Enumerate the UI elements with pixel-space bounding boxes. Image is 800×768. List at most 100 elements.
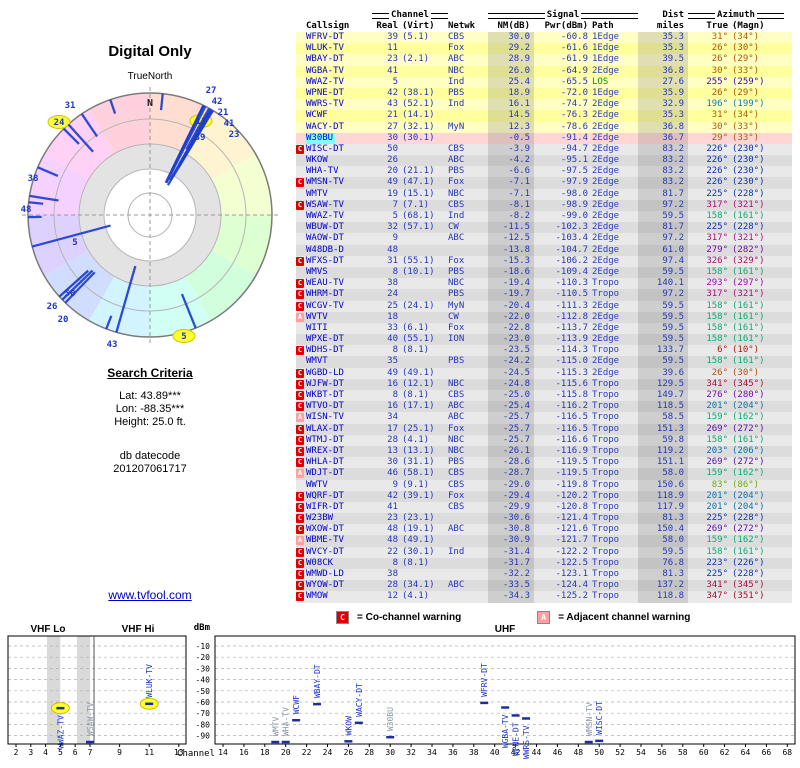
- callsign-link[interactable]: WMWD-LD: [306, 569, 344, 579]
- callsign-link[interactable]: WBAY-DT: [306, 54, 344, 65]
- callsign-link[interactable]: WWAZ-TV: [306, 211, 344, 221]
- callsign-link[interactable]: WCGV-TV: [306, 300, 344, 311]
- noise-margin: -15.3: [488, 255, 534, 267]
- callsign-link[interactable]: WHA-TV: [306, 166, 339, 177]
- callsign-link[interactable]: WXOW-DT: [306, 524, 344, 535]
- callsign-link[interactable]: WLUK-TV: [306, 43, 344, 54]
- distance: 61.0: [638, 244, 688, 256]
- callsign-link[interactable]: WWAZ-TV: [306, 76, 344, 87]
- spoke-label: 20: [58, 315, 69, 325]
- signal-spoke: [159, 93, 164, 111]
- signal-spoke: [58, 269, 89, 298]
- power: -110.3: [555, 278, 588, 289]
- path: 2Edge: [592, 356, 620, 367]
- callsign-link[interactable]: WCWF: [306, 110, 328, 121]
- callsign-link[interactable]: WIFR-DT: [306, 501, 344, 512]
- azimuth-true: 317°: [706, 199, 728, 210]
- network: Fox: [448, 322, 465, 333]
- callsign-link[interactable]: WDJT-DT: [306, 468, 344, 479]
- real-channel: 22: [387, 546, 398, 557]
- callsign-link[interactable]: WGBA-TV: [306, 65, 344, 76]
- callsign-link[interactable]: W30BU: [306, 132, 336, 144]
- noise-margin: -20.4: [488, 300, 534, 312]
- callsign-link[interactable]: WFRV-DT: [306, 32, 344, 42]
- callsign-link[interactable]: WMSN-TV: [306, 177, 344, 188]
- search-criteria: Search Criteria Lat: 43.89*** Lon: -88.3…: [40, 366, 260, 476]
- distance: 117.9: [638, 501, 688, 514]
- station-label: WKOW: [344, 716, 353, 735]
- noise-margin: -29.0: [488, 479, 534, 491]
- network: PBS: [448, 87, 465, 98]
- callsign-link[interactable]: WLAX-DT: [306, 423, 344, 434]
- callsign-link[interactable]: WWTV: [306, 479, 328, 490]
- warning-badge: C: [296, 256, 304, 266]
- real-channel: 30: [387, 457, 398, 468]
- azimuth-true: 158°: [706, 300, 728, 311]
- real-channel: 16: [387, 401, 398, 412]
- path: Tropo: [592, 423, 620, 434]
- callsign-link[interactable]: WKOW: [306, 155, 328, 166]
- callsign-link[interactable]: WBUW-DT: [306, 222, 344, 233]
- callsign-link[interactable]: WREX-DT: [306, 445, 344, 456]
- path: Tropo: [592, 390, 620, 400]
- dbm-tick: -70: [196, 709, 211, 718]
- callsign-link[interactable]: WHRM-DT: [306, 289, 344, 300]
- callsign-link[interactable]: WYOW-DT: [306, 580, 344, 591]
- azimuth-true: 159°: [706, 535, 728, 546]
- callsign-link[interactable]: W23BW: [306, 513, 334, 524]
- callsign-link[interactable]: WFXS-DT: [306, 255, 344, 266]
- callsign-link[interactable]: WMTV: [306, 188, 328, 199]
- azimuth-true: 158°: [706, 546, 728, 557]
- callsign-link[interactable]: WMOW: [306, 591, 328, 602]
- noise-margin: -25.4: [488, 401, 534, 413]
- callsign-link[interactable]: WMVT: [306, 356, 328, 367]
- spoke-label: 21: [218, 108, 229, 118]
- callsign-link[interactable]: WJFW-DT: [306, 378, 344, 389]
- radar-plot: Digital OnlyTrueNorthN274221412311395435…: [21, 43, 278, 350]
- network: CBS: [448, 479, 465, 490]
- path: 2Edge: [592, 155, 620, 166]
- warning-badge: C: [296, 435, 304, 445]
- callsign-link[interactable]: WAOW-DT: [306, 233, 344, 244]
- callsign-link[interactable]: WVCY-DT: [306, 546, 344, 557]
- callsign-link[interactable]: WTVO-DT: [306, 401, 344, 412]
- callsign-link[interactable]: WQRF-DT: [306, 490, 344, 501]
- callsign-link[interactable]: WITI: [306, 322, 328, 333]
- callsign-link[interactable]: WTMJ-DT: [306, 434, 344, 445]
- callsign-link[interactable]: WWRS-TV: [306, 99, 344, 110]
- callsign-link[interactable]: WBME-TV: [306, 535, 344, 546]
- path: 2Edge: [592, 211, 620, 221]
- callsign-link[interactable]: WVTV: [306, 311, 328, 322]
- table-column-header: Callsign Real (Virt) Netwk NM(dB) Pwr(dB…: [296, 21, 792, 32]
- callsign-link[interactable]: WEAU-TV: [306, 278, 344, 289]
- callsign-link[interactable]: WKBT-DT: [306, 390, 344, 400]
- real-channel: 31: [387, 255, 398, 266]
- callsign-link[interactable]: WISC-DT: [306, 143, 344, 154]
- callsign-link[interactable]: WISN-TV: [306, 412, 344, 423]
- callsign-link[interactable]: WGBD-LD: [306, 367, 344, 378]
- callsign-link[interactable]: WDHS-DT: [306, 345, 344, 356]
- noise-margin: 29.2: [488, 43, 534, 55]
- callsign-link[interactable]: WHLA-DT: [306, 457, 344, 468]
- virtual-channel: (58.1): [402, 468, 435, 479]
- real-channel: 39: [387, 32, 398, 42]
- callsign-link[interactable]: WPNE-DT: [306, 87, 344, 98]
- tvfool-link[interactable]: www.tvfool.com: [108, 588, 192, 602]
- band-gap: [77, 636, 91, 744]
- callsign-link[interactable]: WMVS: [306, 266, 328, 277]
- channel-tick: 7: [88, 748, 93, 757]
- callsign-link[interactable]: W48DB-D: [306, 244, 344, 255]
- callsign-link[interactable]: WACY-DT: [306, 121, 344, 132]
- callsign-link[interactable]: WSAW-TV: [306, 199, 344, 210]
- callsign-link[interactable]: W08CK: [306, 557, 334, 568]
- callsign-link[interactable]: WPXE-DT: [306, 334, 344, 345]
- power: -119.5: [555, 468, 588, 479]
- noise-margin: -25.7: [488, 434, 534, 446]
